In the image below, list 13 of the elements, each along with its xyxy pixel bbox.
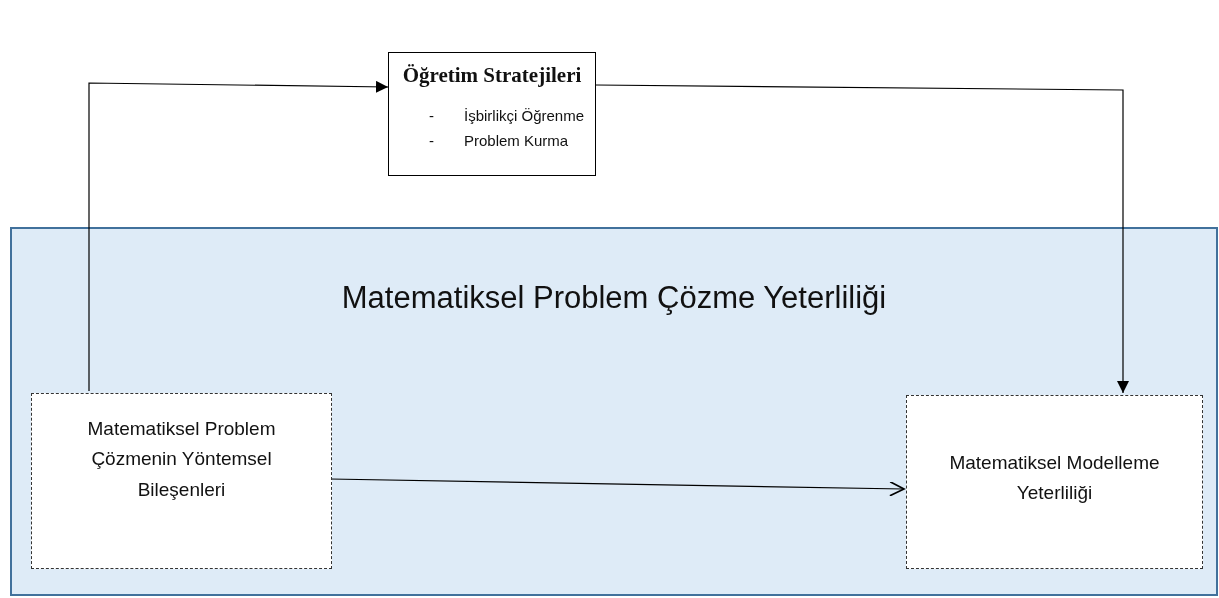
arrow bbox=[88, 80, 389, 392]
box bbox=[906, 395, 1203, 569]
box-heading: Öğretim Stratejileri bbox=[401, 63, 583, 89]
box-text: Matematiksel Problem Çözmenin Yöntemsel Bileşenleri bbox=[86, 417, 277, 502]
panel-heading: Matematiksel Problem Çözme Yeterliliği bbox=[340, 279, 888, 317]
panel-background bbox=[10, 227, 1218, 596]
list-item: - Problem Kurma bbox=[429, 132, 570, 150]
arrow bbox=[595, 84, 1129, 394]
box-text: Matematiksel Modelleme Yeterliliği bbox=[948, 451, 1161, 506]
list-item: - İşbirlikçi Öğrenme bbox=[429, 107, 586, 125]
arrow bbox=[329, 478, 905, 497]
box bbox=[388, 52, 596, 176]
box bbox=[31, 393, 332, 569]
